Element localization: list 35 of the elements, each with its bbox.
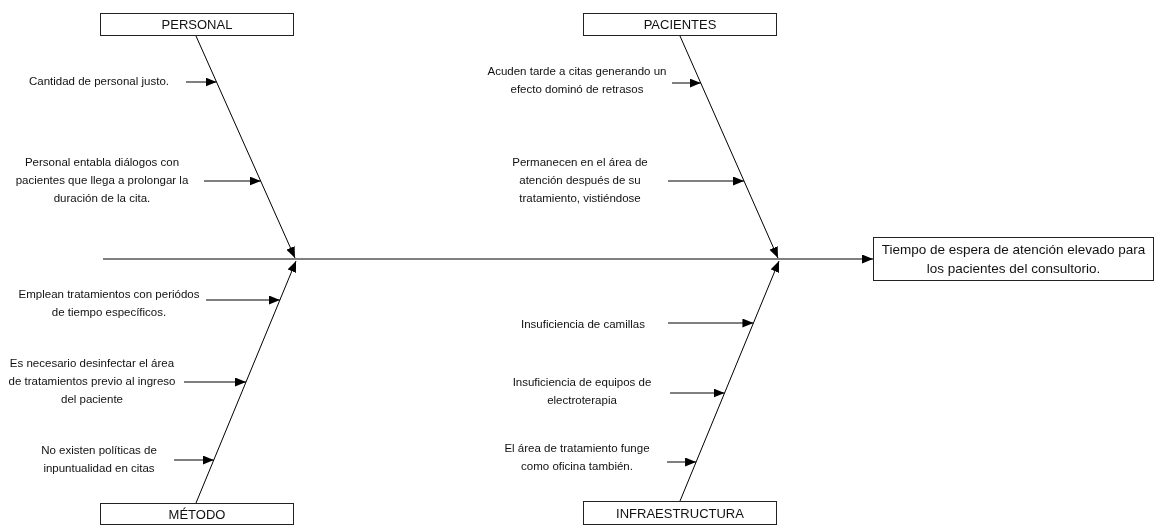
- arrow: [669, 388, 726, 398]
- bone-arrow: [679, 35, 779, 259]
- category-label: INFRAESTRUCTURA: [616, 505, 744, 521]
- arrow: [667, 318, 754, 328]
- cause-text: Permanecen en el área de atención después de su tratamiento, vistiéndose: [494, 152, 666, 208]
- category-label: PACIENTES: [643, 17, 717, 32]
- cause-text: Insuficiencia de camillas: [500, 315, 666, 333]
- cause-text: Cantidad de personal justo.: [14, 72, 184, 90]
- arrow: [203, 176, 262, 186]
- effect-box: [873, 237, 1154, 281]
- category-label: MÉTODO: [168, 506, 226, 522]
- cause-text: El área de tratamiento funge como oficina también.: [489, 439, 665, 475]
- bone-arrow: [679, 260, 780, 502]
- category-box: [100, 13, 294, 36]
- cause-text: Acuden tarde a citas generando un efecto dominó de retrasos: [484, 62, 670, 98]
- category-box: [100, 503, 294, 525]
- arrow: [173, 455, 215, 465]
- cause-text: Personal entabla diálogos con pacientes que llega a prolongar la duración de la cita.: [2, 152, 202, 208]
- category-box: [583, 501, 777, 525]
- arrow: [183, 377, 247, 387]
- cause-text: Es necesario desinfectar el área de tratamientos previo al ingreso del paciente: [2, 353, 182, 409]
- effect-text: Tiempo de espera de atención elevado para los pacientes del consultorio.: [880, 241, 1147, 278]
- arrow: [205, 295, 281, 305]
- cause-text: No existen políticas de inpuntualidad en citas: [26, 441, 172, 477]
- category-box: [583, 13, 777, 36]
- cause-text: Emplean tratamientos con periódos de tiempo específicos.: [14, 285, 204, 321]
- cause-text: Insuficiencia de equipos de electroterapia: [496, 373, 668, 409]
- bone-arrow: [195, 35, 296, 259]
- category-label: PERSONAL: [161, 17, 233, 32]
- arrow: [667, 176, 745, 186]
- arrow: [185, 77, 217, 87]
- bone-arrow: [195, 260, 297, 504]
- arrow: [666, 457, 697, 467]
- spine-arrow: [102, 254, 874, 264]
- arrow: [671, 78, 702, 88]
